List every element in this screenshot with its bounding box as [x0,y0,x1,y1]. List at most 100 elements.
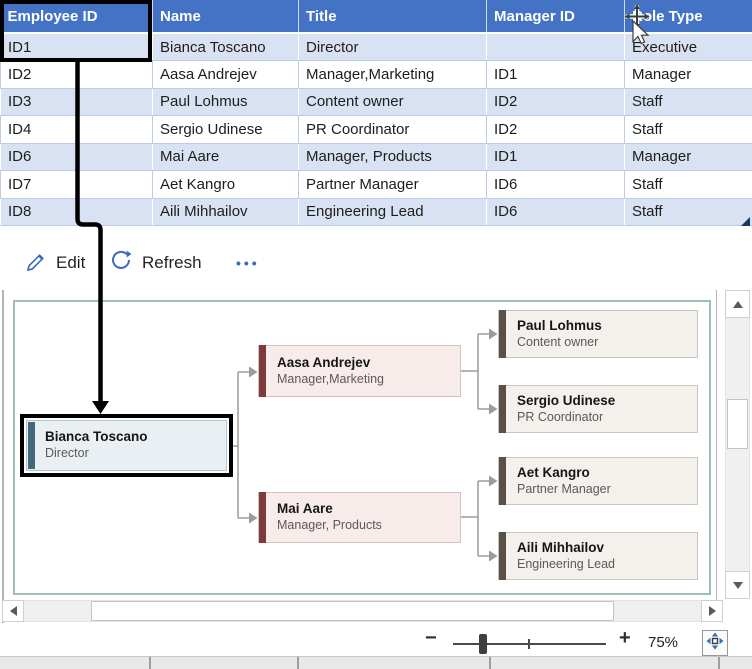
cell[interactable]: Director [298,32,487,61]
scroll-left-button[interactable] [2,600,24,622]
table-header-row: Employee ID Name Title Manager ID Role T… [0,0,752,34]
table-row: ID7 Aet Kangro Partner Manager ID6 Staff [0,170,752,199]
cell[interactable]: ID6 [0,142,153,171]
table-row: ID1 Bianca Toscano Director Executive [0,32,752,61]
zoom-level-label[interactable]: 75% [648,634,679,651]
staff-color-bar [499,457,506,505]
cell[interactable]: ID1 [486,60,625,89]
column-header-employee-id[interactable]: Employee ID [0,0,153,34]
node-name: Aili Mihhailov [517,539,605,555]
vertical-scrollbar[interactable] [725,290,750,599]
grid-divider [149,657,151,669]
cell[interactable]: ID3 [0,87,153,116]
cell[interactable]: Staff [624,115,752,144]
refresh-button-label: Refresh [142,252,202,272]
cell[interactable]: Manager [624,142,752,171]
cell[interactable]: Bianca Toscano [152,32,299,61]
node-name: Paul Lohmus [517,317,602,333]
cell[interactable]: Sergio Udinese [152,115,299,144]
executive-color-bar [28,422,35,469]
cell[interactable]: ID2 [486,87,625,116]
column-header-title[interactable]: Title [298,0,487,34]
manager-color-bar [259,492,266,543]
node-name: Sergio Udinese [517,392,616,408]
cell[interactable]: Staff [624,170,752,199]
org-node-paul-lohmus[interactable]: Paul Lohmus Content owner [498,310,698,358]
staff-color-bar [499,532,506,580]
cell[interactable]: Staff [624,197,752,226]
cell[interactable] [486,32,625,61]
scroll-up-button[interactable] [725,290,750,318]
cell[interactable]: Mai Aare [152,142,299,171]
node-title: Manager, Products [277,518,382,533]
cell[interactable]: Aet Kangro [152,170,299,199]
node-title: Content owner [517,334,599,349]
table-row: ID2 Aasa Andrejev Manager,Marketing ID1 … [0,60,752,89]
cell[interactable]: Staff [624,87,752,116]
org-node-aet-kangro[interactable]: Aet Kangro Partner Manager [498,457,698,505]
cell[interactable]: ID2 [486,115,625,144]
node-title: Engineering Lead [517,556,615,571]
org-node-aasa-andrejev[interactable]: Aasa Andrejev Manager,Marketing [258,345,461,397]
org-node-bianca-toscano-selected[interactable]: Bianca Toscano Director [20,414,233,477]
fit-to-window-icon [706,632,724,655]
org-node-aili-mihhailov[interactable]: Aili Mihhailov Engineering Lead [498,532,698,580]
node-title: PR Coordinator [517,409,604,424]
cell[interactable]: ID7 [0,170,153,199]
horizontal-scrollbar[interactable] [2,600,723,622]
node-title: Partner Manager [517,481,611,496]
zoom-in-button[interactable]: + [619,627,631,649]
zoom-slider-center-tick [528,639,530,649]
grid-divider [489,657,491,669]
grid-divider [718,657,720,669]
cell[interactable]: ID6 [486,197,625,226]
scroll-right-button[interactable] [701,600,723,622]
table-row: ID6 Mai Aare Manager, Products ID1 Manag… [0,142,752,171]
zoom-slider-thumb[interactable] [479,634,487,654]
cell[interactable]: Executive [624,32,752,61]
arrow-left-icon [9,606,17,616]
cell[interactable]: Manager, Products [298,142,487,171]
node-name: Bianca Toscano [45,429,148,445]
node-title: Director [45,446,89,461]
cell[interactable]: Engineering Lead [298,197,487,226]
staff-color-bar [499,385,506,433]
refresh-button[interactable]: Refresh [110,233,202,292]
cell[interactable]: Manager,Marketing [298,60,487,89]
cell[interactable]: ID4 [0,115,153,144]
cell[interactable]: Paul Lohmus [152,87,299,116]
table-row: ID8 Aili Mihhailov Engineering Lead ID6 … [0,197,752,226]
pencil-icon [25,250,46,276]
cell[interactable]: Aasa Andrejev [152,60,299,89]
more-commands-button[interactable]: ••• [236,233,260,292]
column-header-role-type[interactable]: Role Type [624,0,752,34]
node-name: Aet Kangro [517,464,590,480]
scroll-down-button[interactable] [725,571,750,599]
zoom-out-button[interactable]: − [425,627,437,649]
column-header-manager-id[interactable]: Manager ID [486,0,625,34]
arrow-right-icon [708,606,716,616]
cell[interactable]: ID1 [486,142,625,171]
org-node-sergio-udinese[interactable]: Sergio Udinese PR Coordinator [498,385,698,433]
cell[interactable]: ID8 [0,197,153,226]
column-header-name[interactable]: Name [152,0,299,34]
visual-toolbar: Edit Refresh ••• [0,233,752,292]
fit-to-window-button[interactable] [702,630,728,656]
org-node-mai-aare[interactable]: Mai Aare Manager, Products [258,492,461,543]
cell[interactable]: ID1 [0,32,153,61]
edit-button[interactable]: Edit [25,233,85,292]
cell[interactable]: Aili Mihhailov [152,197,299,226]
arrow-down-icon [732,581,743,589]
zoom-control-bar: − + 75% [0,623,752,656]
vertical-scrollbar-thumb[interactable] [727,399,748,449]
cell[interactable]: Partner Manager [298,170,487,199]
edit-button-label: Edit [56,252,86,272]
cell[interactable]: ID6 [486,170,625,199]
cell[interactable]: ID2 [0,60,153,89]
cell[interactable]: PR Coordinator [298,115,487,144]
cell[interactable]: Content owner [298,87,487,116]
cell[interactable]: Manager [624,60,752,89]
visual-right-border [716,290,717,622]
horizontal-scrollbar-thumb[interactable] [91,601,614,621]
